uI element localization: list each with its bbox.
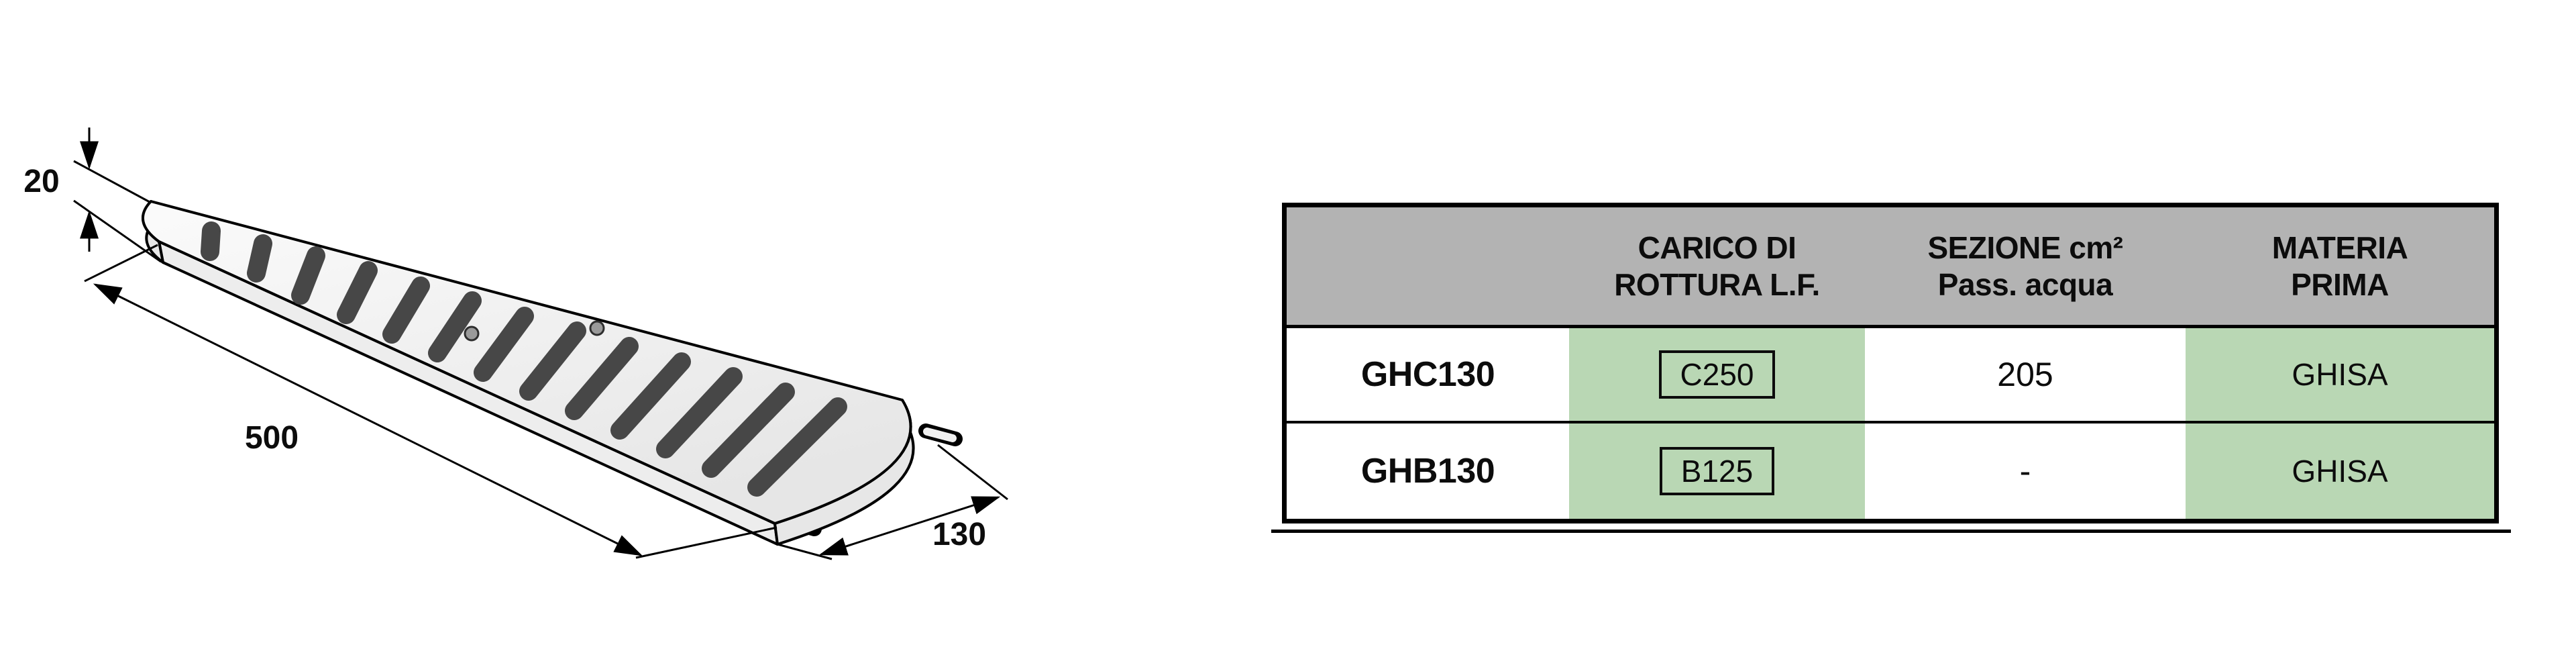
dimension-arrow [93,283,643,556]
header-material-line1: MATERIA [2271,230,2408,265]
dimension-labels: 20 500 130 [23,164,986,552]
header-section-line1: SEZIONE cm² [1927,230,2123,265]
header-material-line2: PRIMA [2291,266,2389,302]
header-load-line2: ROTTURA L.F. [1614,266,1820,302]
table-underline [1271,530,2511,533]
header-cell-model [1287,207,1569,328]
material-cell: GHISA [2186,423,2494,519]
model-cell: GHC130 [1287,328,1569,423]
grate-slot [702,383,795,478]
section-cell: - [2019,452,2031,490]
dim-length-label: 500 [245,420,299,456]
header-section-line2: Pass. acqua [1937,266,2113,302]
extension-line [777,543,833,560]
extension-line [937,444,1008,501]
pin-fill [923,428,957,442]
extension-line [635,526,777,559]
header-cell-material: MATERIA PRIMA [2186,207,2494,328]
extension-line [84,244,158,283]
dimension-length [84,244,777,559]
load-class-cell: B125 [1569,423,1865,519]
grate-slot [247,234,272,283]
bolt-hole [464,326,480,342]
dimension-width [777,444,1008,560]
material-cell: GHISA [2186,328,2494,423]
dimensions [73,128,1008,560]
load-class-cell: C250 [1569,328,1865,423]
grate-slot [747,397,847,497]
grate-slot [656,367,743,458]
section-cell: 205 [1865,328,2186,423]
load-class-badge: B125 [1659,447,1775,495]
model-cell: GHB130 [1360,452,1495,491]
header-cell-load: CARICO DI ROTTURA L.F. [1569,207,1865,328]
dimension-arrow [818,496,1001,556]
header-load-line1: CARICO DI [1638,230,1796,265]
dimension-thickness [73,128,162,263]
load-class-badge: C250 [1658,350,1776,399]
grate-drawing [142,200,963,546]
grate-slot [201,221,221,261]
spec-table: CARICO DI ROTTURA L.F. SEZIONE cm² Pass.… [1282,203,2499,523]
dim-width-label: 130 [932,517,986,552]
extension-line [73,160,152,204]
technical-drawing: 20 500 130 [23,128,1008,560]
header-cell-section: SEZIONE cm² Pass. acqua [1865,207,2186,328]
bolt-hole [589,320,605,336]
dim-thickness-label: 20 [23,164,59,199]
